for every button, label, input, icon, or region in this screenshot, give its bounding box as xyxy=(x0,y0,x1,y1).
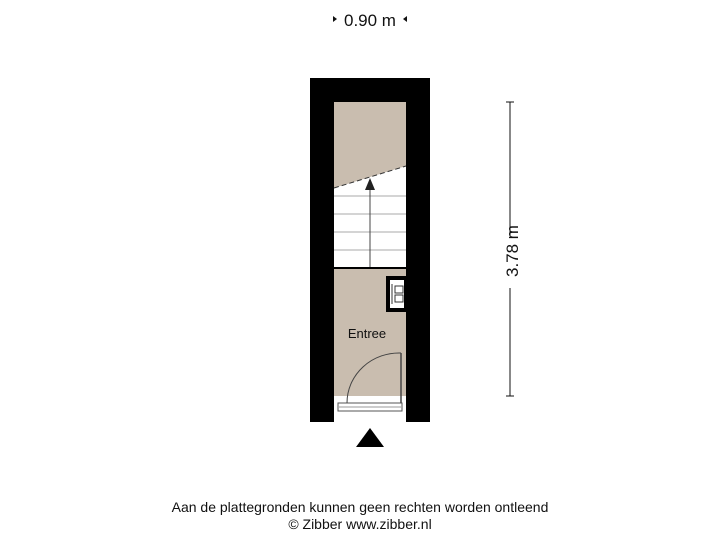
front-door xyxy=(334,352,406,422)
width-label: 0.90 m xyxy=(344,11,396,30)
stair-cut-line xyxy=(333,165,407,189)
meter-cupboard-icon xyxy=(386,276,408,312)
dimension-tick-left-icon xyxy=(333,16,337,22)
staircase xyxy=(333,165,407,268)
dimension-tick-right-icon xyxy=(403,16,407,22)
height-label: 3.78 m xyxy=(503,225,522,277)
copyright-text: © Zibber www.zibber.nl xyxy=(288,516,432,532)
door-swing-icon xyxy=(346,352,402,404)
disclaimer-text: Aan de plattegronden kunnen geen rechten… xyxy=(171,499,549,515)
width-dimension: 0.90 m xyxy=(333,11,407,30)
entrance-arrow-icon xyxy=(356,428,384,447)
height-dimension: 3.78 m xyxy=(503,101,522,397)
stair-direction-arrow-icon xyxy=(365,178,375,190)
room-label-entree: Entree xyxy=(348,326,386,341)
